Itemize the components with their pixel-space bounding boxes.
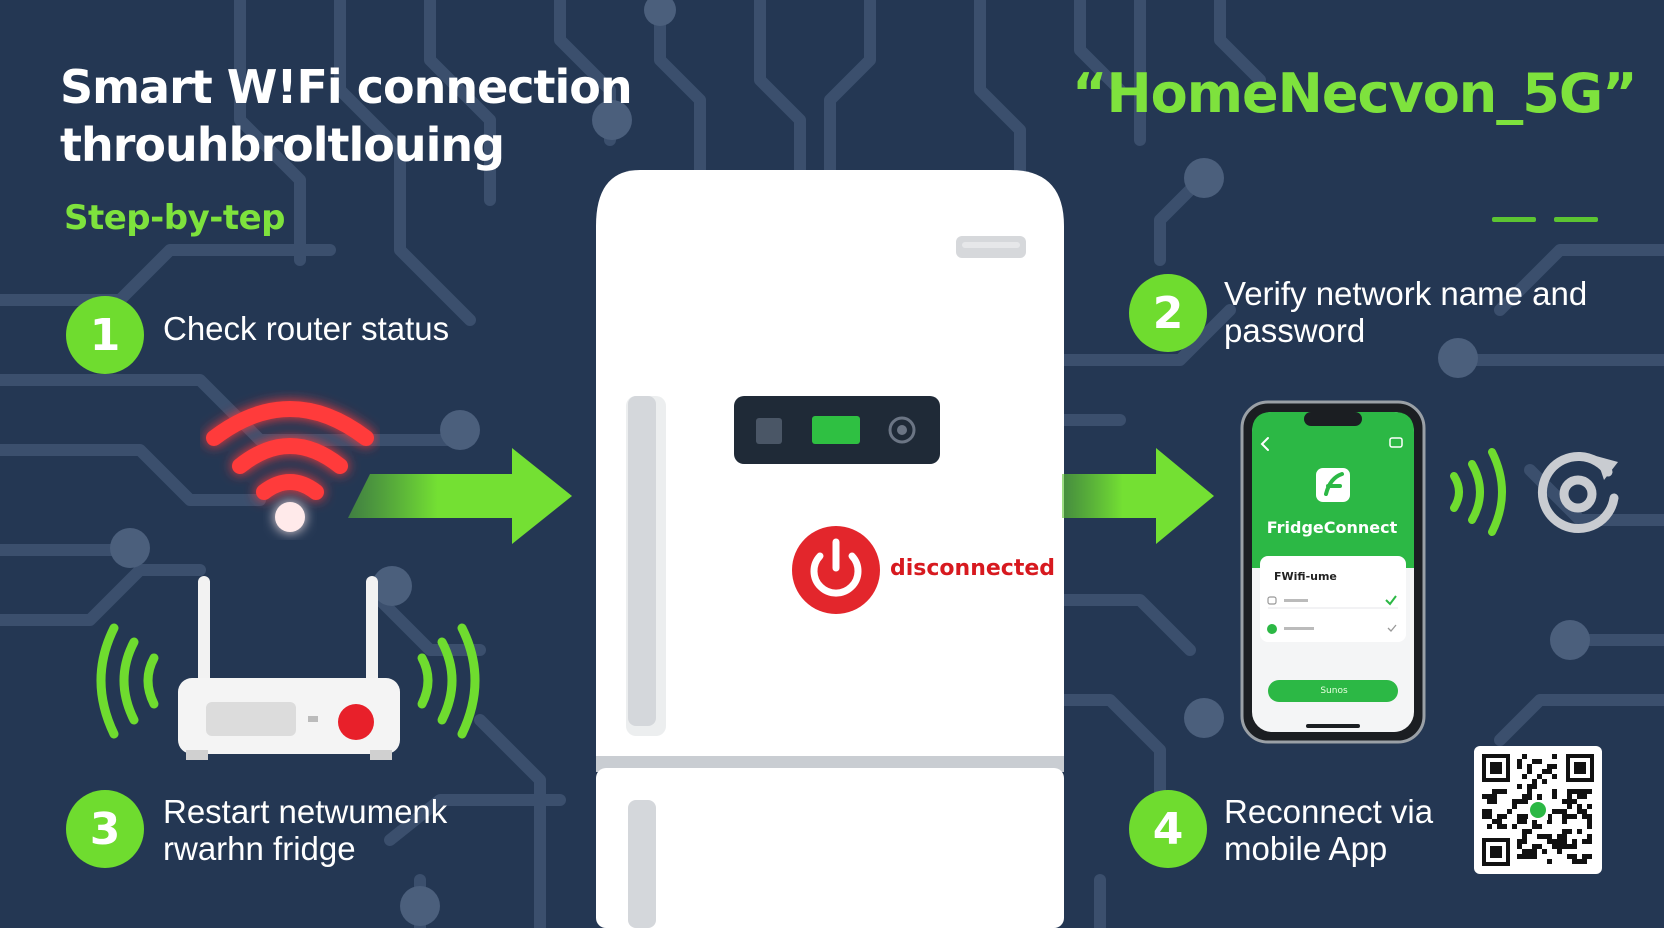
step-1-badge: 1 — [66, 296, 144, 374]
qr-code-pattern — [1482, 754, 1594, 866]
step-3-label: Restart netwumenk rwarhn fridge — [163, 793, 448, 867]
connect-button-label[interactable]: Sunos — [1320, 686, 1348, 696]
connection-status: disconnected — [890, 556, 1056, 581]
app-name: FridgeConnect — [1266, 518, 1398, 537]
step-3-badge: 3 — [66, 790, 144, 868]
decorative-dash — [1492, 217, 1536, 222]
step-2-label: Verify network name and password — [1224, 275, 1588, 349]
router-icon — [96, 576, 480, 760]
arrow-right-icon — [348, 448, 572, 544]
wifi-icon — [206, 401, 374, 532]
phone-illustration — [1240, 400, 1426, 744]
page-subtitle: Step-by-tep — [64, 198, 286, 238]
page-title: Smart W!Fi connection throuhbroltlouing — [60, 60, 633, 172]
step-4-badge: 4 — [1129, 790, 1207, 868]
decorative-dash — [1554, 217, 1598, 222]
sync-icon — [1537, 452, 1619, 533]
wifi-form-title: FWifi-ume — [1274, 570, 1337, 583]
qr-code-icon[interactable] — [1474, 746, 1602, 874]
signal-waves-icon — [96, 623, 480, 739]
connect-button — [1268, 680, 1398, 702]
signal-waves-icon — [1450, 448, 1506, 536]
arrow-right-icon — [1062, 448, 1214, 544]
step-1-label: Check router status — [163, 310, 450, 347]
step-4-label: Reconnect via mobile App — [1224, 793, 1434, 867]
fridge-illustration — [596, 170, 1064, 928]
step-2-badge: 2 — [1129, 274, 1207, 352]
network-name: “HomeNecvon_5G” — [1072, 62, 1638, 125]
